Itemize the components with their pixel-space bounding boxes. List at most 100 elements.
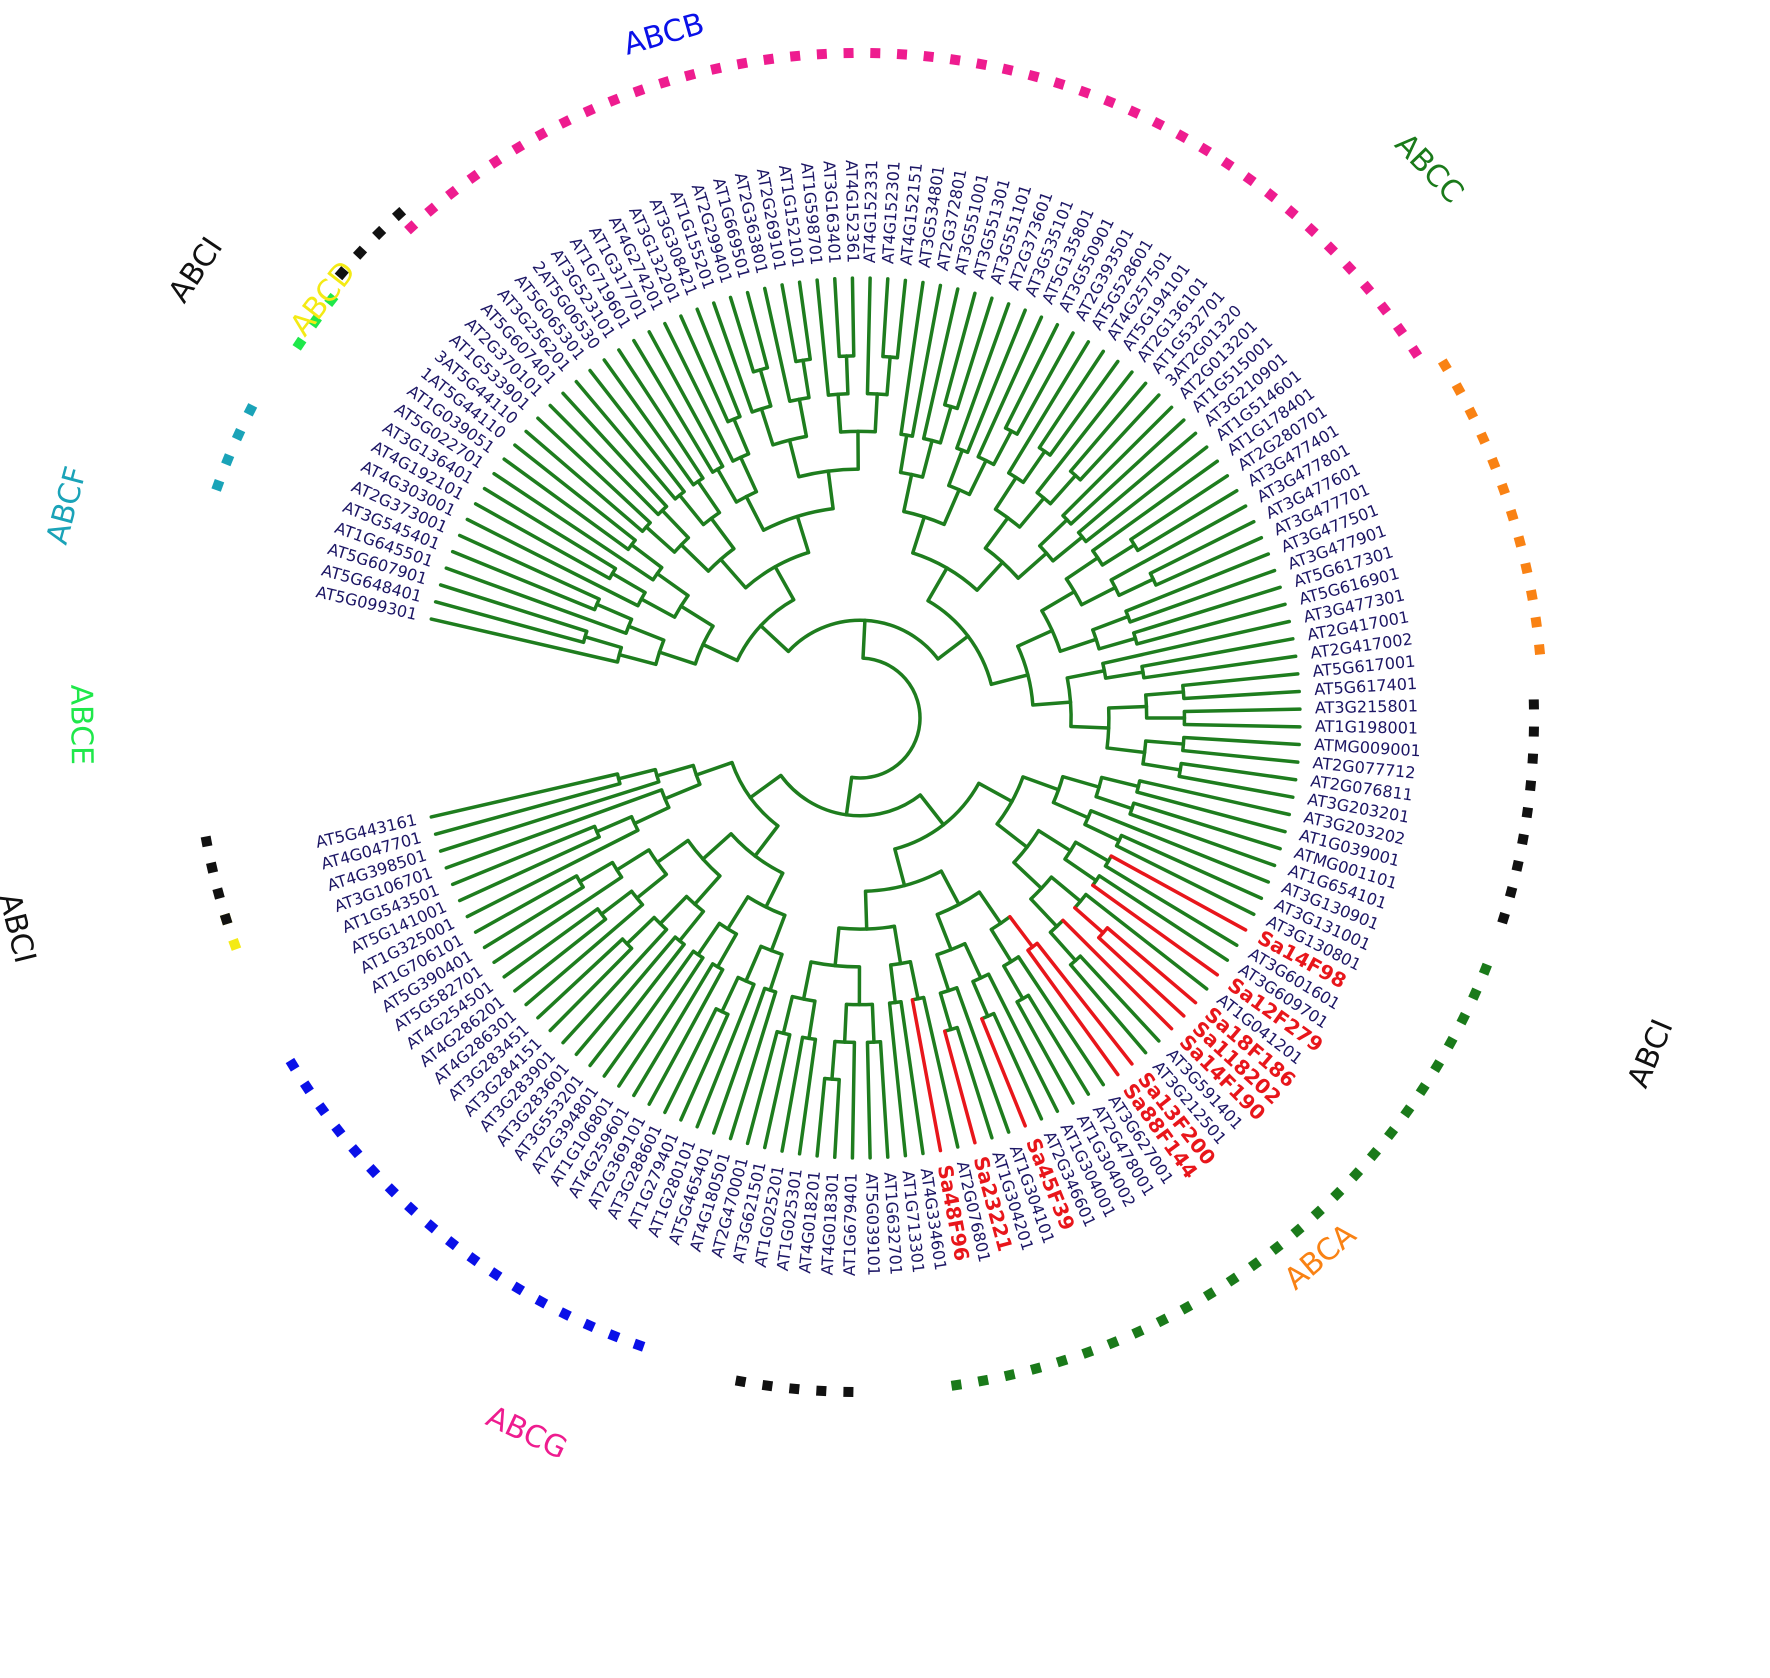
branch-arc — [802, 1035, 816, 1042]
branch-line — [1029, 897, 1059, 929]
branch-line — [865, 276, 872, 396]
family-marker — [300, 1080, 314, 1095]
branch-arc — [686, 839, 722, 878]
branch-line — [513, 443, 637, 542]
family-marker — [1202, 1287, 1217, 1302]
branch-line — [815, 1076, 827, 1158]
family-marker — [1330, 1186, 1345, 1201]
branch-line — [921, 287, 960, 441]
branch-line — [744, 944, 763, 983]
branch-line — [939, 869, 961, 907]
family-marker — [1400, 1104, 1415, 1119]
family-marker — [488, 154, 503, 169]
branch-line — [450, 824, 597, 887]
branch-line — [1063, 857, 1098, 883]
family-marker — [975, 58, 988, 71]
family-marker — [1528, 699, 1539, 710]
family-marker — [1437, 358, 1452, 373]
family-ring — [292, 292, 339, 351]
branch-arc — [936, 890, 981, 917]
family-marker — [1497, 911, 1510, 925]
branch-line — [768, 952, 784, 992]
branch-line — [444, 566, 628, 635]
family-marker — [1003, 1369, 1016, 1382]
family-marker — [761, 1379, 774, 1392]
branch-line — [711, 301, 754, 414]
branch-line — [1135, 790, 1287, 834]
family-marker — [1487, 456, 1501, 470]
branch-line — [679, 1012, 730, 1122]
branch-line — [989, 673, 1030, 687]
branch-line — [986, 972, 1060, 1113]
branch-line — [759, 407, 775, 447]
family-marker — [221, 453, 235, 467]
branch-line — [833, 276, 841, 359]
family-marker — [1103, 95, 1117, 109]
branch-line — [482, 486, 618, 571]
branch-line — [1048, 930, 1078, 963]
branch-arc — [779, 774, 922, 818]
branch-line — [995, 822, 1029, 849]
branch-arc — [744, 550, 810, 590]
branch-line — [977, 781, 1014, 804]
branch-line — [1051, 800, 1090, 820]
branch-line — [720, 975, 740, 1014]
branch-arc — [1141, 740, 1148, 765]
branch-arc — [693, 625, 715, 665]
family-marker — [1290, 1223, 1305, 1238]
branch-line — [1037, 349, 1106, 450]
branch-line — [588, 942, 686, 1068]
branch-line — [1031, 700, 1073, 707]
family-ring — [950, 962, 1492, 1391]
branch-line — [632, 805, 671, 826]
branch-line — [629, 542, 664, 570]
branch-line — [850, 1040, 857, 1160]
branch-line — [980, 1016, 1027, 1128]
branch-line — [780, 1035, 805, 1153]
branch-line — [450, 549, 597, 612]
family-marker — [212, 887, 225, 900]
family-marker — [683, 68, 697, 82]
branch-line — [1003, 323, 1060, 430]
branch-line — [433, 600, 586, 645]
branch-line — [921, 995, 960, 1149]
family-ring — [211, 403, 258, 492]
branch-line — [836, 392, 843, 434]
branch-arc — [994, 507, 1021, 529]
branch-line — [1091, 614, 1130, 632]
branch-line — [892, 924, 903, 966]
family-marker — [736, 57, 749, 70]
family-ring — [334, 206, 407, 281]
branch-arc — [927, 599, 993, 685]
branch-line — [1182, 735, 1301, 747]
family-marker — [923, 51, 935, 63]
branch-line — [502, 457, 630, 552]
family-marker — [1517, 833, 1529, 846]
branch-line — [833, 1077, 841, 1160]
branch-line — [1048, 359, 1120, 457]
branch-line — [1035, 941, 1134, 1066]
branch-line — [1051, 535, 1085, 563]
branch-arc — [1177, 763, 1183, 777]
branch-line — [745, 1029, 779, 1146]
family-marker — [424, 1219, 439, 1234]
branch-line — [888, 963, 898, 1005]
branch-arc — [828, 392, 848, 397]
family-marker — [632, 1338, 646, 1352]
family-marker — [632, 84, 646, 98]
branch-arc — [1181, 737, 1186, 751]
branch-line — [899, 999, 925, 1156]
branch-arc — [718, 921, 738, 936]
branch-line — [911, 515, 927, 555]
branch-line — [830, 1039, 837, 1081]
family-marker — [206, 861, 219, 874]
branch-line — [1136, 488, 1239, 553]
branch-line — [696, 921, 722, 957]
family-marker — [219, 912, 233, 926]
branch-line — [1073, 906, 1105, 935]
branch-line — [1119, 833, 1264, 901]
branch-line — [1048, 473, 1078, 506]
branch-arc — [990, 915, 1011, 931]
branch-line — [695, 307, 742, 419]
branch-arc — [647, 848, 668, 876]
